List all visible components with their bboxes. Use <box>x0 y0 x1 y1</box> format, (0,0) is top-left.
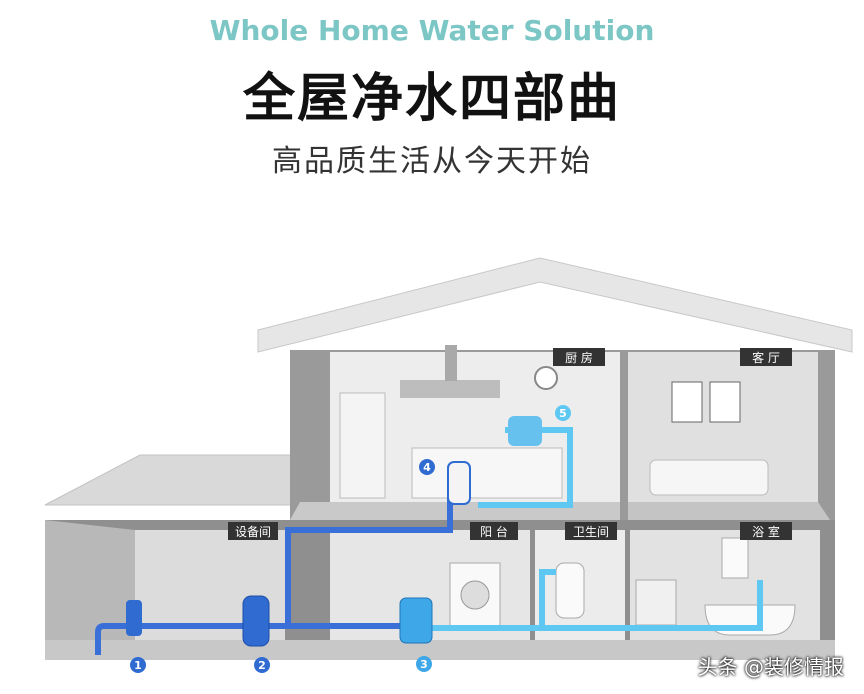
marker-2: 2 <box>254 657 270 673</box>
vanity <box>635 579 677 626</box>
marker-4: 4 <box>419 459 435 475</box>
tag-living-room: 客 厅 <box>740 348 792 366</box>
page-subtitle: 高品质生活从今天开始 <box>272 144 592 179</box>
garage-side <box>45 520 135 655</box>
garage-roof <box>44 454 301 506</box>
softener-device <box>242 595 270 647</box>
page-title: 全屋净水四部曲 <box>242 69 621 129</box>
main-pipe <box>95 475 453 655</box>
refrigerator <box>339 392 386 499</box>
tag-toilet: 卫生间 <box>565 522 617 540</box>
bathroom-pipe <box>420 580 763 631</box>
central-purifier-device <box>399 597 433 644</box>
tag-toilet-label: 卫生间 <box>573 525 609 539</box>
marker-5: 5 <box>555 405 571 421</box>
range-hood <box>400 380 500 398</box>
tag-balcony: 阳 台 <box>470 522 518 540</box>
picture-frame-left <box>671 381 703 423</box>
kitchen-counter <box>411 447 563 499</box>
drinking-fountain-device <box>508 416 542 446</box>
ground-floor-strip <box>45 640 835 660</box>
svg-text:2: 2 <box>258 659 266 672</box>
tag-balcony-label: 阳 台 <box>480 524 508 539</box>
washing-machine-door <box>460 580 490 610</box>
watermark: 头条 @装修情报 <box>697 655 844 679</box>
picture-frame-right <box>709 381 741 423</box>
range-hood-chimney <box>445 345 457 381</box>
toilet <box>555 562 585 619</box>
tag-bathroom: 浴 室 <box>740 522 792 540</box>
svg-text:4: 4 <box>423 461 431 474</box>
marker-3: 3 <box>416 656 432 672</box>
tag-equipment-room: 设备间 <box>228 522 278 540</box>
kitchen-purifier-device <box>447 461 471 505</box>
eyebrow-text: Whole Home Water Solution <box>209 14 655 47</box>
svg-text:3: 3 <box>420 658 428 671</box>
svg-text:5: 5 <box>559 407 567 420</box>
tag-bathroom-label: 浴 室 <box>752 524 780 539</box>
roof <box>257 257 853 353</box>
marker-1: 1 <box>130 657 146 673</box>
water-heater <box>721 537 749 579</box>
tag-equipment-label: 设备间 <box>235 525 271 539</box>
toilet-pipe <box>539 569 556 628</box>
prefilter-device <box>126 600 142 636</box>
tag-living-label: 客 厅 <box>752 350 780 365</box>
tag-kitchen-label: 厨 房 <box>565 350 593 365</box>
tag-kitchen: 厨 房 <box>553 348 605 366</box>
sofa <box>649 459 769 496</box>
living-floor <box>628 502 830 520</box>
svg-text:1: 1 <box>134 659 142 672</box>
wall-clock <box>534 366 558 390</box>
